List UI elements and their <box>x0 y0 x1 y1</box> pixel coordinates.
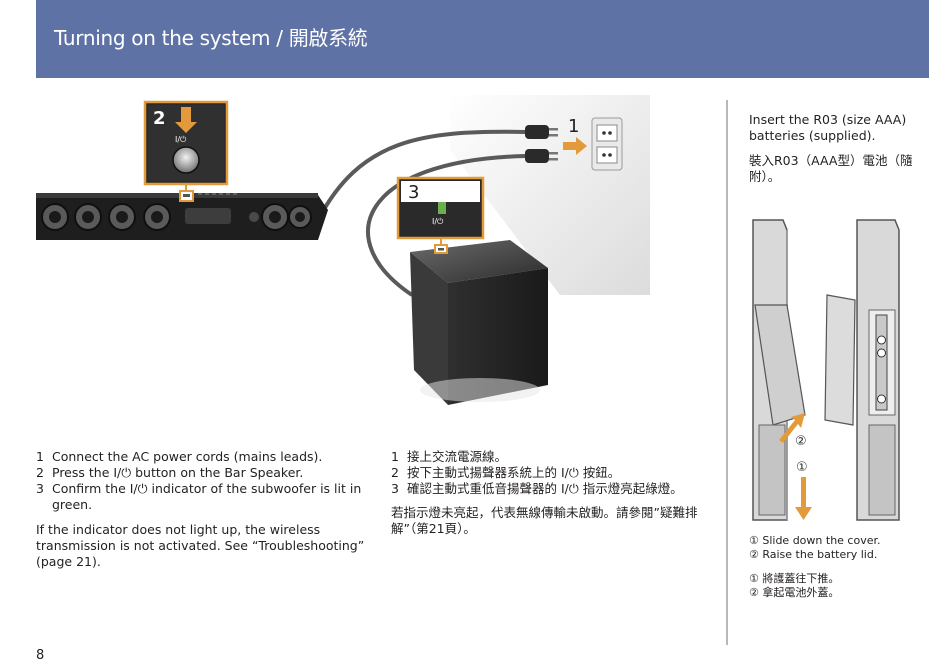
remote-battery-illustration: ② ① <box>752 219 900 521</box>
callout-1: 1 <box>568 116 579 137</box>
battery-cover <box>824 294 856 426</box>
bar-speaker <box>36 190 328 240</box>
battery-instruction-zh: 裝入R03（AAA型）電池（隨附）。 <box>749 153 913 184</box>
battery-caption-zh: ① 將護蓋往下推。 ② 拿起電池外蓋。 <box>749 572 929 600</box>
column-divider <box>726 100 728 645</box>
connection-illustration: 1 2 I/⏻ <box>36 95 650 405</box>
indicator-symbol: I/⏻ <box>432 217 444 226</box>
arrow-down-icon <box>175 107 197 133</box>
wall-outlet-icon <box>591 117 623 171</box>
remote-control-left <box>752 219 806 521</box>
marker-1: ① <box>796 460 808 475</box>
page-number: 8 <box>36 648 45 663</box>
battery-caption-en: ① Slide down the cover. ② Raise the batt… <box>749 534 929 562</box>
callout-2-panel: 2 I/⏻ <box>143 100 229 186</box>
note-zh: 若指示燈未亮起，代表無線傳輸未啟動。請參閱”疑難排解”（第21頁）。 <box>391 505 698 536</box>
battery-icon <box>875 314 888 411</box>
arrow-up-icon <box>779 413 805 443</box>
power-button-icon <box>172 146 200 174</box>
caption-line: ① 將護蓋往下推。 <box>749 572 840 585</box>
subwoofer-power-cord <box>366 154 526 297</box>
subwoofer <box>410 240 548 405</box>
green-indicator-icon <box>438 202 446 214</box>
caption-line: ② 拿起電池外蓋。 <box>749 586 840 599</box>
note-en: If the indicator does not light up, the … <box>36 522 365 569</box>
power-plug-icon <box>525 149 558 163</box>
arrow-right-icon <box>563 137 587 155</box>
callout-3-panel: 3 I/⏻ <box>396 176 485 240</box>
marker-2: ② <box>795 434 807 449</box>
page-title: Turning on the system / 開啟系統 <box>54 26 368 50</box>
arrow-down-icon <box>801 477 806 509</box>
remote-control-right <box>856 219 900 521</box>
caption-line: ② Raise the battery lid. <box>749 548 878 561</box>
bar-speaker-power-cord <box>316 129 526 221</box>
power-button-symbol: I/⏻ <box>175 135 187 144</box>
callout-2: 2 <box>153 108 166 129</box>
battery-instruction-en: Insert the R03 (size AAA) batteries (sup… <box>749 112 907 143</box>
power-plug-icon <box>525 125 558 139</box>
page-header: Turning on the system / 開啟系統 <box>36 0 929 78</box>
caption-line: ① Slide down the cover. <box>749 534 881 547</box>
callout-3: 3 <box>408 182 419 203</box>
